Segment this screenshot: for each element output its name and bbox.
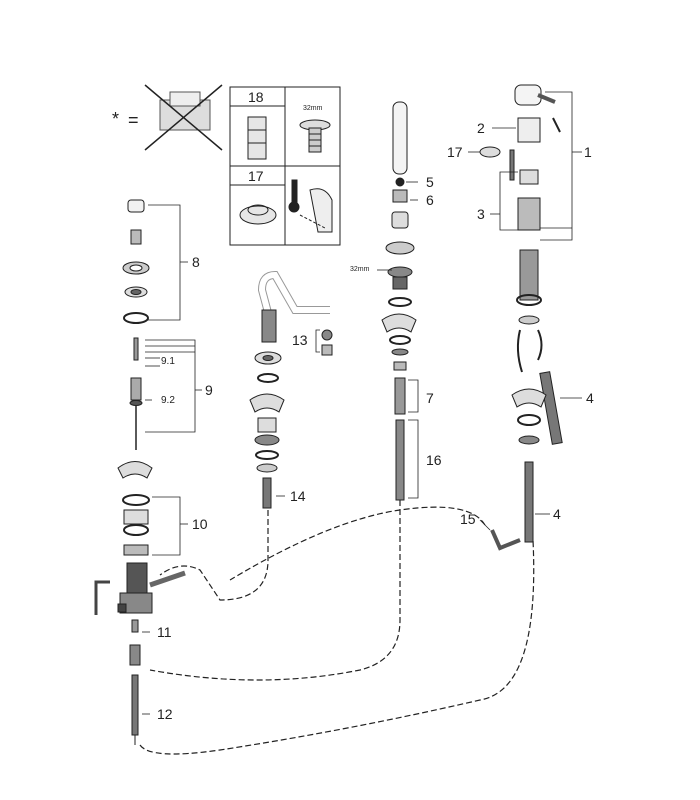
callout-17: 17 xyxy=(447,144,463,160)
callout-16: 16 xyxy=(426,452,442,468)
hose-path-b xyxy=(159,510,269,601)
hose-path-a xyxy=(149,500,401,681)
part-10-assembly xyxy=(117,461,153,556)
hose-path-d xyxy=(139,539,535,755)
part-8-assembly xyxy=(122,199,150,324)
callout-11: 11 xyxy=(157,624,172,640)
callout-4b: 4 xyxy=(553,506,561,522)
hand-shower-assembly xyxy=(381,101,417,501)
callout-15: 15 xyxy=(460,511,476,527)
diverter-valve-body xyxy=(94,562,186,615)
hose-path-c xyxy=(229,506,486,581)
equals-symbol: = xyxy=(128,110,139,130)
callout-9-2: 9.2 xyxy=(161,395,175,406)
callout-2: 2 xyxy=(477,120,485,136)
asterisk-symbol: * xyxy=(112,109,120,129)
callout-3: 3 xyxy=(477,206,485,222)
spare-parts-box xyxy=(229,86,341,246)
spout-assembly xyxy=(249,270,333,509)
box-label-18: 18 xyxy=(248,89,264,105)
handle-assembly xyxy=(479,84,563,551)
callout-32mm: 32mm xyxy=(350,266,370,273)
callout-14: 14 xyxy=(290,488,306,504)
callout-6: 6 xyxy=(426,192,434,208)
callout-12: 12 xyxy=(157,706,173,722)
callout-13: 13 xyxy=(292,332,308,348)
box-label-17: 17 xyxy=(248,168,264,184)
callout-7: 7 xyxy=(426,390,434,406)
callout-4a: 4 xyxy=(586,390,594,406)
callout-10: 10 xyxy=(192,516,208,532)
callout-9-1: 9.1 xyxy=(161,356,175,367)
part-9-spindle xyxy=(129,337,143,450)
no-tool-symbol xyxy=(144,84,223,151)
callout-9: 9 xyxy=(205,382,213,398)
callout-5: 5 xyxy=(426,174,434,190)
callout-1: 1 xyxy=(584,144,592,160)
part-11-12-hose xyxy=(129,619,141,745)
box-size-32mm: 32mm xyxy=(303,105,323,112)
callout-8: 8 xyxy=(192,254,200,270)
leader-lines xyxy=(142,91,582,715)
